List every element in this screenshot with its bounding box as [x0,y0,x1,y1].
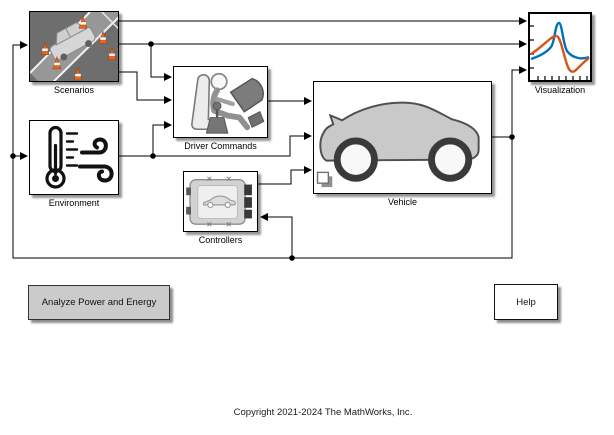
block-controllers[interactable] [183,171,258,232]
block-scenarios[interactable] [29,11,119,82]
car-road-traffic-cones-icon [30,12,118,81]
wire-scenarios-to-driver-in2[interactable] [119,71,166,101]
help-button[interactable]: Help [494,284,558,320]
arrowhead [304,166,312,174]
wire-branch-to-driver-in1[interactable] [150,44,166,78]
car-side-icon [316,101,480,188]
line-plot-icon [530,21,590,80]
block-driver-commands[interactable] [173,66,268,138]
block-label-scenarios: Scenarios [53,85,95,95]
wire-vehicle-to-visualization-3[interactable] [492,69,521,138]
arrowhead [164,121,172,129]
block-label-driver-commands: Driver Commands [184,141,257,151]
arrowhead [20,152,28,160]
arrowhead [164,96,172,104]
wire-junction [509,134,515,140]
driver-seat-steering-wheel-icon [191,72,265,134]
traffic-cones [40,15,117,81]
thermometer-wind-icon [45,125,114,189]
copyright-annotation: Copyright 2021-2024 The MathWorks, Inc. [233,407,413,418]
wire-controllers-to-vehicle-in3[interactable] [258,169,306,185]
block-visualization[interactable] [528,12,592,82]
wire-junction [148,41,154,47]
wire-junction [10,153,16,159]
block-label-vehicle: Vehicle [387,197,418,207]
wire-feedback-to-controllers[interactable] [266,216,293,258]
ecu-controller-icon [186,176,252,227]
arrowhead [519,40,527,48]
plot-curve-orange [530,34,590,73]
block-environment[interactable] [29,120,119,195]
subsystem-badge-icon [316,171,333,188]
plot-curve-blue [530,21,590,61]
arrowhead [20,41,28,49]
arrowhead [260,213,268,221]
wire-junction [150,153,156,159]
arrowhead [519,17,527,25]
wire-junction [289,255,295,261]
arrowhead [304,132,312,140]
wire-branch-to-driver-in3[interactable] [152,124,166,156]
arrowhead [164,73,172,81]
arrowhead [519,66,527,74]
analyze-power-energy-button[interactable]: Analyze Power and Energy [28,285,170,320]
wire-environment-to-vehicle-in2[interactable] [119,135,306,157]
block-label-controllers: Controllers [198,235,243,245]
wire-feedback-loop[interactable] [12,44,513,259]
block-label-environment: Environment [48,198,100,208]
block-label-visualization: Visualization [534,85,586,95]
arrowhead [304,97,312,105]
block-vehicle[interactable] [313,81,492,194]
